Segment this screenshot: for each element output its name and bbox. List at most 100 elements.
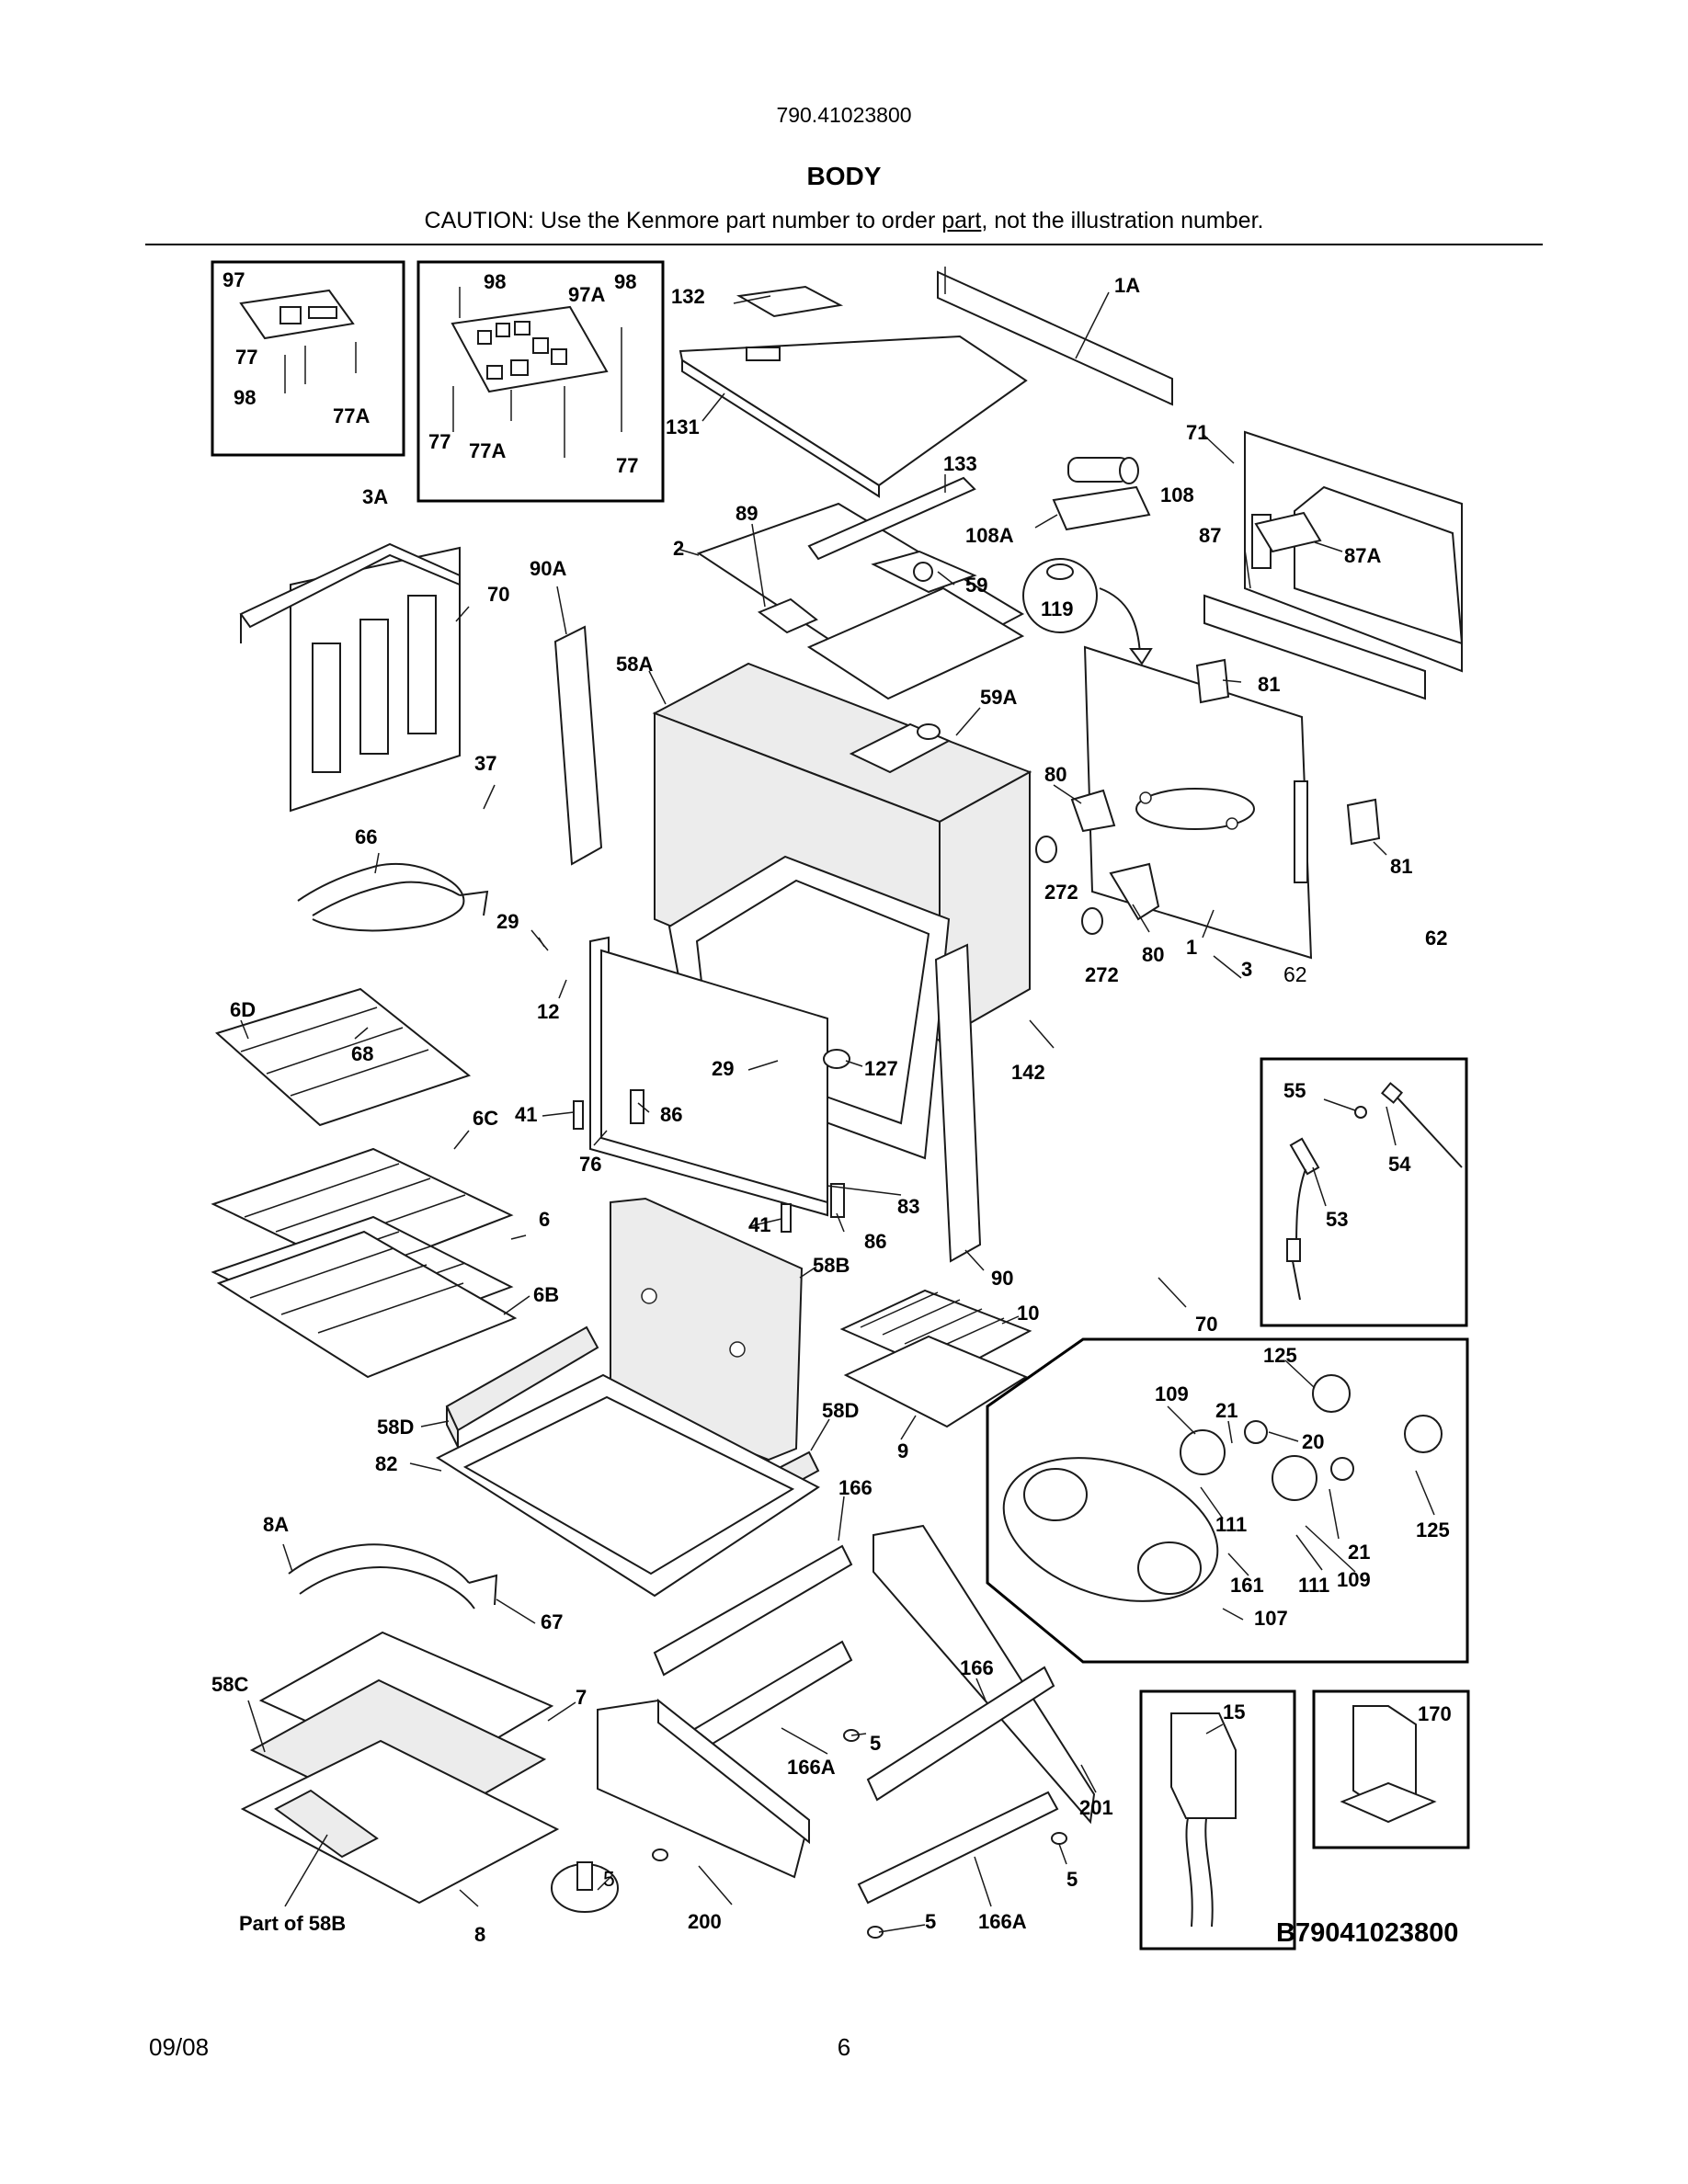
thermostat-119 [1022,558,1153,665]
caution-note: CAUTION: Use the Kenmore part number to … [0,208,1688,234]
bracket-80-bottom [1109,862,1160,921]
label-8: 8 [474,1923,485,1946]
slide-rail-166A-lower [857,1791,1059,1905]
bracket-80-top [1070,789,1116,833]
bottom-panel-8 [240,1739,560,1905]
label-58b: 58B [813,1254,850,1277]
label-5-plain: 5 [603,1867,615,1891]
label-142: 142 [1011,1061,1045,1084]
control-board-97 [239,289,357,393]
header-rule [145,244,1543,245]
label-59: 59 [965,574,987,597]
label-5: 5 [1066,1868,1078,1891]
label-166: 166 [960,1656,994,1679]
hinge-41-bottom [781,1203,792,1233]
label-70: 70 [1195,1313,1217,1336]
label-77: 77 [235,346,257,369]
bottom-frame-82 [435,1373,820,1598]
label-53: 53 [1326,1208,1348,1231]
top-cover-131 [679,335,1028,498]
bracket-inset [1312,1689,1470,1849]
label-58d: 58D [822,1399,859,1422]
bracket-81-bottom [1346,798,1381,846]
bake-element-66 [297,863,489,932]
label-54: 54 [1388,1153,1411,1176]
model-number: 790.41023800 [776,103,912,127]
label-272: 272 [1044,881,1078,904]
label-55: 55 [1283,1079,1306,1102]
label-109: 109 [1337,1568,1371,1591]
slide-rail-166-upper-left [653,1544,853,1677]
drawing-code: B79041023800 [1276,1918,1459,1948]
label-170: 170 [1418,1702,1452,1725]
label-62-plain: 62 [1283,962,1307,986]
side-trim-90A [553,625,603,866]
leveling-leg-5 [551,1861,619,1913]
label-108a: 108A [965,524,1014,547]
label-37: 37 [474,752,496,775]
label-6d: 6D [230,998,256,1021]
front-frame-76 [589,936,828,1217]
label-8a: 8A [263,1513,289,1536]
slide-rail-166-right [866,1666,1055,1802]
caution-text-end: , not the illustration number. [981,208,1264,233]
label-81: 81 [1390,855,1412,878]
frame-200 [597,1698,811,1879]
broil-pan-bottom-9 [843,1335,1029,1428]
label-97: 97 [222,268,245,291]
label-1a: 1A [1114,274,1140,297]
label-81: 81 [1258,673,1280,696]
label-131: 131 [666,415,700,438]
rear-panel-71 [1244,430,1464,673]
label-90: 90 [991,1267,1013,1290]
cover-plate-132 [736,285,844,318]
label-21: 21 [1215,1399,1237,1422]
rear-bracket-87 [1203,594,1426,700]
label-272: 272 [1085,963,1119,986]
label-111: 111 [1298,1574,1329,1597]
label-97a: 97A [568,283,605,306]
fan-disk-20 [1244,1420,1354,1481]
label-3a: 3A [362,485,388,508]
label-132: 132 [671,285,705,308]
bracket-108A [1052,485,1151,531]
label-133: 133 [943,452,977,475]
section-title: BODY [806,162,882,190]
label-87: 87 [1199,524,1221,547]
side-trim-90 [934,943,982,1263]
label-98: 98 [614,270,636,293]
label-200: 200 [688,1910,722,1933]
label-77: 77 [616,454,638,477]
bracket-81-top [1195,658,1230,704]
label-161: 161 [1230,1574,1264,1597]
label-119: 119 [1041,597,1074,620]
vent-59A [849,722,952,774]
bumper-272-bottom [1081,907,1103,935]
label-2: 2 [673,537,684,560]
label-71: 71 [1186,421,1208,444]
caution-part-word: part [941,208,982,233]
sensor-inset [1260,1057,1468,1327]
insulation-58D-left [445,1325,599,1448]
label-29: 29 [496,910,519,933]
label-83: 83 [897,1195,919,1218]
label-62: 62 [1425,927,1447,950]
fan-housing-107 [1002,1457,1219,1602]
fan-blade-109 [1180,1429,1317,1501]
hinge-86-top [630,1089,644,1124]
label-87a: 87A [1344,544,1381,567]
label-77a: 77A [469,439,506,462]
rack-6B [216,1230,518,1379]
label-part-of-58b: Part of 58B [239,1912,346,1935]
control-board-97a [451,287,622,458]
transformer-inset [1139,1689,1296,1951]
label-166: 166 [838,1476,873,1499]
fan-motor-125 [1312,1374,1443,1453]
label-29: 29 [712,1057,734,1080]
label-108: 108 [1160,483,1194,506]
label-5: 5 [925,1910,936,1933]
leader-lines [240,291,1435,1933]
page-number: 6 [837,2033,851,2061]
label-66: 66 [355,825,377,848]
label-41: 41 [515,1103,537,1126]
